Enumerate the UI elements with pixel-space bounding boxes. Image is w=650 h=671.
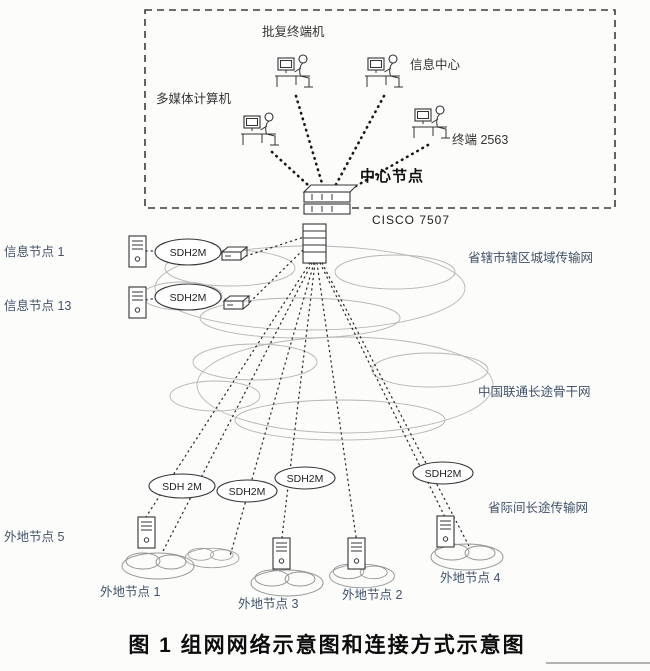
info-node-2-link-label: SDH2M: [170, 292, 207, 304]
remote-link-3-label: SDH2M: [287, 473, 324, 485]
remote-link-4-label: SDH2M: [425, 468, 462, 480]
remote-node-2-cloud: [184, 547, 240, 569]
remote-node-1-icon: [137, 516, 156, 549]
terminal-3-label: 多媒体计算机: [156, 91, 232, 106]
info-node-1-icon: [128, 235, 147, 268]
metro-network-label: 省辖市辖区城域传输网: [468, 250, 593, 265]
remote-link-1-oval: [148, 473, 216, 499]
remote-link-4-oval: [412, 461, 474, 485]
terminal-3-icon: [240, 112, 280, 146]
interprovince-network-label: 省际间长途传输网: [488, 500, 588, 515]
terminal-1-label: 批复终端机: [262, 24, 325, 39]
info-node-1-link-label: SDH2M: [170, 247, 207, 259]
figure-caption: 图 1 组网网络示意图和连接方式示意图: [128, 633, 525, 657]
terminal-4-label: 终端 2563: [452, 132, 508, 147]
terminal-1-icon: [274, 54, 314, 88]
terminal-2-icon: [364, 54, 404, 88]
info-node-2-switch-icon: [223, 295, 250, 310]
remote-node-2-label: 外地节点 1: [100, 585, 160, 599]
backbone-network-label: 中国联通长途骨干网: [478, 384, 591, 399]
remote-link-3-oval: [274, 466, 336, 490]
remote-node-1-cloud: [121, 552, 195, 580]
central-router-icon: [302, 184, 359, 215]
info-node-2-link-oval: [154, 283, 222, 311]
central-router-label: CISCO 7507: [372, 213, 450, 227]
remote-link-1-label: SDH 2M: [162, 481, 202, 493]
backbone-network-cloud: [169, 336, 494, 441]
terminal-4-icon: [411, 105, 451, 139]
terminal-2-label: 信息中心: [410, 57, 461, 72]
remote-node-3-label: 外地节点 3: [238, 597, 298, 611]
remote-node-5-label: 外地节点 4: [440, 571, 500, 585]
remote-node-4-label: 外地节点 2: [342, 588, 402, 602]
remote-node-5-icon: [436, 515, 455, 548]
center-site-boundary: [144, 9, 616, 209]
remote-node-1-label: 外地节点 5: [4, 530, 64, 544]
info-node-2-icon: [128, 286, 147, 319]
core-rack-icon: [302, 223, 327, 264]
remote-node-3-cloud: [250, 569, 324, 597]
remote-node-5-cloud: [430, 543, 504, 571]
remote-node-3-icon: [272, 537, 291, 570]
remote-link-2-oval: [216, 479, 278, 503]
info-node-1-switch-icon: [221, 246, 248, 261]
info-node-2-label: 信息节点 13: [4, 298, 71, 313]
center-node-label: 中心节点: [360, 167, 424, 185]
info-node-1-label: 信息节点 1: [4, 244, 64, 259]
info-node-1-link-oval: [154, 238, 222, 266]
remote-link-2-label: SDH2M: [229, 486, 266, 498]
remote-node-4-icon: [347, 537, 366, 570]
